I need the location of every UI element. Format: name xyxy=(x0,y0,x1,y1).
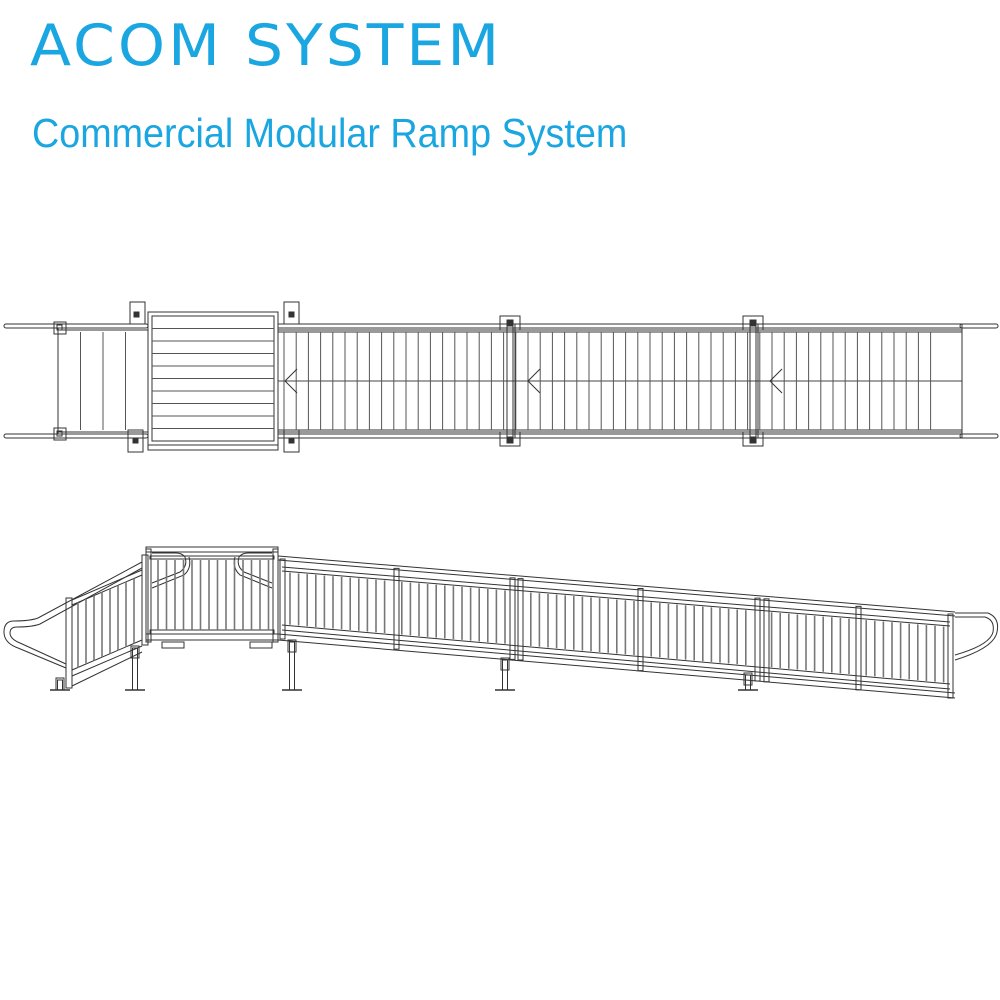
page-subtitle: Commercial Modular Ramp System xyxy=(32,110,628,156)
right-handrail-extensions xyxy=(960,324,998,438)
stair-railing xyxy=(4,555,148,688)
top-plan-view xyxy=(4,302,998,452)
side-elevation-view xyxy=(4,547,998,698)
support-legs xyxy=(50,640,758,690)
post-plate xyxy=(128,430,143,452)
ramp-railing xyxy=(278,556,998,698)
post-plate xyxy=(130,302,145,324)
support-leg xyxy=(495,658,515,690)
page-title: ACOM SYSTEM xyxy=(30,12,503,80)
support-leg xyxy=(125,646,145,690)
support-leg xyxy=(50,678,70,690)
post-plate xyxy=(54,428,66,440)
post-plate xyxy=(54,322,66,334)
ramp-runs xyxy=(278,316,962,446)
support-leg xyxy=(282,640,302,690)
support-leg xyxy=(738,673,758,690)
left-handrail-extensions xyxy=(4,324,148,438)
landing-platform xyxy=(128,302,299,452)
landing-railing xyxy=(146,547,278,648)
entry-section xyxy=(54,322,148,440)
